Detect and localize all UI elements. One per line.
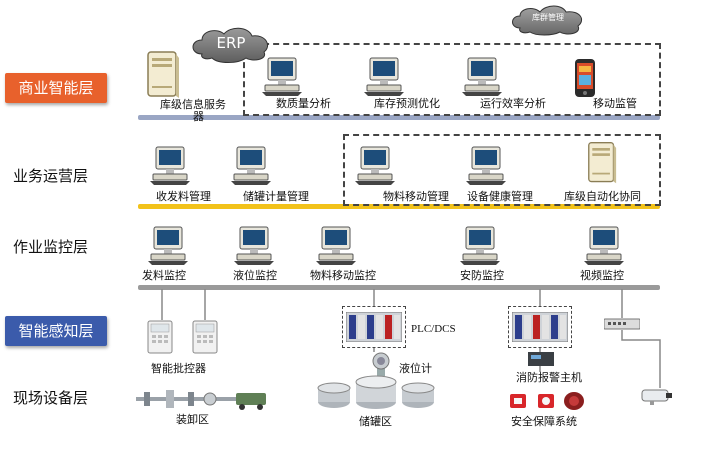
business-intel-apps-group [243, 43, 661, 116]
loading-area-label: 装卸区 [176, 413, 209, 426]
quality-analysis-computer-icon [262, 56, 302, 96]
depot-automation-server-icon [587, 140, 617, 186]
operations-bus [138, 204, 660, 209]
inventory-mgmt-cloud: 库群管理 [508, 4, 588, 36]
plc-dcs-group [342, 306, 406, 348]
erp-cloud-label: ERP [216, 34, 246, 52]
video-monitor-computer-icon [584, 225, 624, 265]
inventory-mgmt-cloud-label: 库群管理 [532, 13, 564, 22]
tank-metering-label: 储罐计量管理 [243, 190, 309, 203]
business-intel-layer-label: 商业智能层 [18, 79, 94, 97]
video-monitor-label: 视频监控 [580, 269, 624, 282]
fire-alarm-host-label: 消防报警主机 [516, 371, 582, 384]
transfer-monitor-computer-icon [316, 225, 356, 265]
depot-info-server-label-2: 器 [193, 110, 204, 123]
batch-controller-1-icon [147, 320, 173, 354]
depot-info-server-label-1: 库级信息服务 [160, 98, 226, 111]
fire-alarm-rack-icon [512, 312, 568, 342]
mobile-monitoring-label: 移动监管 [593, 97, 637, 110]
dispatch-monitor-computer-icon [148, 225, 188, 265]
sensing-layer-badge: 智能感知层 [5, 316, 107, 346]
tank-area-label: 储罐区 [359, 415, 392, 428]
safety-system-label: 安全保障系统 [511, 415, 577, 428]
tank-farm-icon [316, 374, 436, 410]
alarm-host-device-icon [528, 352, 554, 366]
efficiency-analysis-label: 运行效率分析 [480, 97, 546, 110]
safety-devices-icon [508, 390, 588, 412]
depot-info-server-icon [146, 50, 180, 100]
mobile-phone-icon [574, 58, 596, 98]
monitoring-layer-label: 作业监控层 [13, 238, 89, 256]
level-monitor-label: 液位监控 [233, 269, 277, 282]
monitoring-bus [138, 285, 660, 290]
equipment-health-label: 设备健康管理 [467, 190, 533, 203]
level-gauge-label: 液位计 [399, 362, 432, 375]
security-camera-icon [640, 386, 674, 406]
loading-pipeline-icon [136, 388, 268, 410]
receiving-dispatch-label: 收发料管理 [156, 190, 211, 203]
level-monitor-computer-icon [234, 225, 274, 265]
erp-cloud: ERP [188, 24, 274, 64]
plc-rack-icon [346, 312, 402, 342]
inventory-forecast-label: 库存预测优化 [374, 97, 440, 110]
security-monitor-computer-icon [460, 225, 500, 265]
level-gauge-icon [366, 352, 396, 376]
equipment-health-computer-icon [466, 145, 506, 185]
erp-cloud-shape [192, 27, 268, 63]
sensing-layer-label: 智能感知层 [18, 322, 94, 340]
inventory-mgmt-cloud-shape [512, 5, 582, 36]
fire-alarm-group [508, 306, 572, 348]
receiving-dispatch-computer-icon [150, 145, 190, 185]
business-intel-bus [138, 115, 660, 120]
quality-analysis-label: 数质量分析 [276, 97, 331, 110]
operations-layer-label: 业务运营层 [13, 167, 89, 185]
material-transfer-mgmt-computer-icon [355, 145, 395, 185]
dispatch-monitor-label: 发料监控 [142, 269, 186, 282]
security-monitor-label: 安防监控 [460, 269, 504, 282]
material-transfer-mgmt-label: 物料移动管理 [383, 190, 449, 203]
plc-dcs-label: PLC/DCS [411, 323, 456, 335]
depot-automation-label: 库级自动化协同 [564, 190, 641, 203]
operations-apps-group [343, 134, 661, 206]
tank-metering-computer-icon [231, 145, 271, 185]
network-switch-icon [604, 318, 640, 330]
inventory-forecast-computer-icon [364, 56, 404, 96]
efficiency-analysis-computer-icon [462, 56, 502, 96]
batch-controller-2-icon [192, 320, 218, 354]
business-intel-layer-badge: 商业智能层 [5, 73, 107, 103]
field-layer-label: 现场设备层 [13, 389, 89, 407]
transfer-monitor-label: 物料移动监控 [310, 269, 376, 282]
batch-controller-label: 智能批控器 [151, 362, 206, 375]
